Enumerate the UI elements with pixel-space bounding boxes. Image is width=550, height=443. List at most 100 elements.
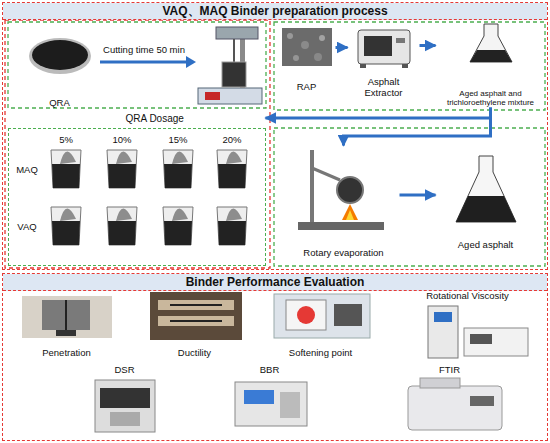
dsr-photo-part xyxy=(100,388,150,408)
cutting-arrow xyxy=(100,56,196,68)
rap-photo-part xyxy=(301,41,309,49)
equipment-image: Rotary evaporation xyxy=(288,146,400,258)
qra-dish-part xyxy=(32,40,88,70)
extractor-machine-part xyxy=(358,30,410,64)
ftir-photo xyxy=(408,378,502,430)
ftir-photo-part xyxy=(420,378,460,388)
dosage-label: 15% xyxy=(162,134,194,145)
binder-beakers-part xyxy=(172,151,188,164)
node-label: QRA xyxy=(49,97,70,108)
bbr-photo-part xyxy=(244,390,274,404)
flask-image: Aged asphalt and trichloroethylene mixtu… xyxy=(436,20,546,108)
binder-beakers-part xyxy=(60,208,76,221)
binder-beakers-part xyxy=(217,150,247,188)
rotary-evaporator-part xyxy=(298,222,384,230)
rap-photo xyxy=(282,28,332,66)
rotary-evaporator-part xyxy=(337,177,363,203)
binder-beakers-part xyxy=(51,150,81,188)
shear-mixer-part xyxy=(198,88,262,104)
node-label: QRA Dosage xyxy=(126,112,184,126)
equipment-image: Asphalt Extractor xyxy=(348,26,420,98)
binder-beakers-part xyxy=(116,151,132,164)
rap-photo-part xyxy=(314,53,322,61)
dashed-frames-part xyxy=(8,22,266,108)
test-image: Softening point xyxy=(262,290,380,358)
dosage-frame xyxy=(8,128,266,266)
shear-mixer xyxy=(198,27,262,104)
viscometer-photo-part xyxy=(470,334,492,344)
test-image: BBR xyxy=(215,364,325,436)
bbr-photo-part xyxy=(280,392,300,418)
bbr-photo xyxy=(235,382,307,426)
material-image: RAP xyxy=(278,26,336,92)
rap-photo-part xyxy=(287,33,293,39)
flask-image: Aged asphalt xyxy=(436,150,536,250)
process-note: Cutting time 50 min xyxy=(98,44,190,55)
test-image: Penetration xyxy=(12,292,122,358)
binder-beakers-part xyxy=(163,207,193,245)
rotary-evaporator-part xyxy=(346,210,354,220)
test-image: Ductility xyxy=(140,290,250,358)
dosage-label: MAQ xyxy=(12,164,42,175)
rap-photo-part xyxy=(319,35,325,41)
cutting-arrow-part xyxy=(100,61,186,64)
node-label: FTIR xyxy=(439,364,460,375)
ductility-photo-part xyxy=(158,316,234,326)
mixture-flask-part xyxy=(470,50,512,62)
softening-photo-part xyxy=(297,306,315,324)
viscometer-photo-part xyxy=(464,328,528,356)
bbr-photo-part xyxy=(235,382,307,426)
qra-dish xyxy=(29,38,91,74)
penetration-photo-part xyxy=(56,330,76,336)
ductility-photo-part xyxy=(150,292,242,340)
binder-beakers-part xyxy=(164,221,192,245)
ductility-photo-part xyxy=(158,300,234,310)
node-label: DSR xyxy=(114,364,134,375)
node-label: Ductility xyxy=(178,347,211,358)
dsr-photo xyxy=(95,380,155,432)
flow-arrow xyxy=(266,108,491,119)
dashed-frames-part xyxy=(274,22,545,110)
ductility-photo xyxy=(150,292,242,340)
node-label: Rotational Viscosity xyxy=(426,290,509,301)
section-panel: Binder Performance EvaluationPenetration… xyxy=(2,273,548,441)
ductility-photo-part xyxy=(170,320,222,322)
node-label: RAP xyxy=(297,81,317,92)
binder-beakers-part xyxy=(164,164,192,188)
test-image: FTIR xyxy=(380,364,520,436)
rap-photo-part xyxy=(282,28,332,66)
node-label: Softening point xyxy=(289,347,352,358)
shear-mixer-part xyxy=(216,27,258,39)
binder-beakers-part xyxy=(60,151,76,164)
extractor-machine xyxy=(358,30,410,68)
flow-arrow xyxy=(420,44,436,47)
binder-beakers xyxy=(51,150,247,245)
viscometer-photo xyxy=(428,306,528,358)
mixture-flask xyxy=(470,24,512,62)
node-label: Aged asphalt and trichloroethylene mixtu… xyxy=(436,89,546,108)
dashed-frames-part xyxy=(274,128,545,266)
binder-beakers-part xyxy=(108,221,136,245)
extractor-machine-part xyxy=(360,64,366,68)
dashed-frames xyxy=(5,20,545,268)
material-image: QRA xyxy=(22,26,98,108)
binder-beakers-part xyxy=(108,164,136,188)
binder-beakers-part xyxy=(226,151,242,164)
viscometer-photo-part xyxy=(428,306,458,358)
penetration-photo-part xyxy=(22,296,112,338)
dosage-label: 20% xyxy=(216,134,248,145)
rap-photo-part xyxy=(293,55,299,61)
shear-mixer-part xyxy=(205,92,220,100)
node-label: Asphalt Extractor xyxy=(348,76,420,98)
softening-photo-part xyxy=(274,294,370,338)
dsr-photo-part xyxy=(95,380,155,432)
binder-beakers-part xyxy=(107,150,137,188)
section-heading: VAQ、MAQ Binder preparation process xyxy=(3,3,547,20)
test-image: DSR xyxy=(70,364,180,436)
binder-beakers-part xyxy=(226,208,242,221)
binder-beakers-part xyxy=(172,208,188,221)
softening-photo xyxy=(274,294,370,338)
flow-arrow xyxy=(344,108,491,146)
